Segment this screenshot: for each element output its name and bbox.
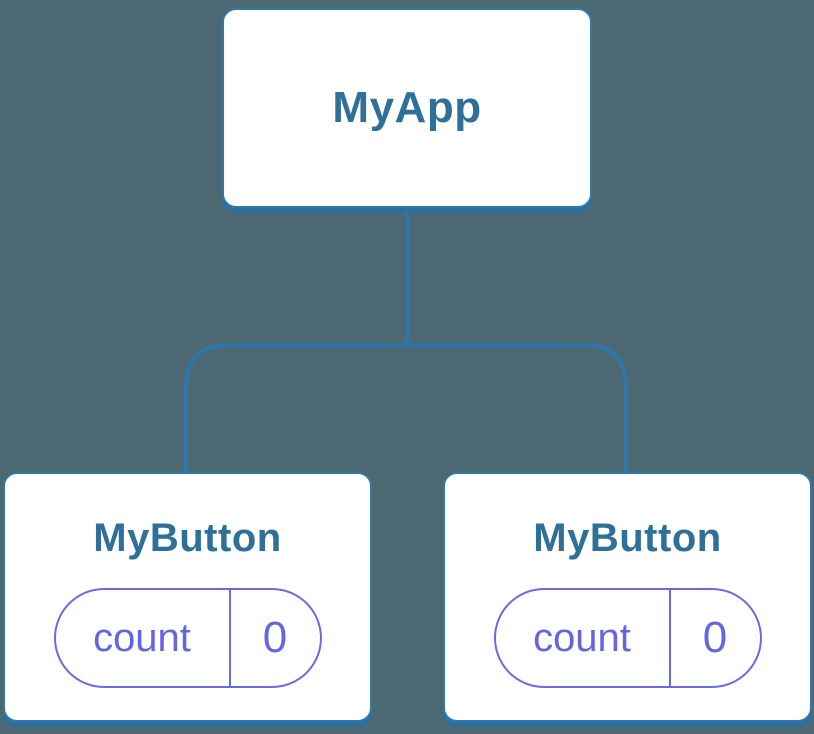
state-value-cell: 0 [231, 590, 320, 686]
state-value: 0 [262, 613, 288, 662]
state-name-cell: count [496, 590, 671, 686]
node-label-child-right: MyButton [533, 516, 722, 560]
node-label-root: MyApp [332, 83, 482, 132]
node-card-root: MyApp [222, 8, 592, 208]
connector-branch [184, 343, 628, 474]
state-value-cell: 0 [671, 590, 760, 686]
node-label-child-left: MyButton [93, 516, 282, 560]
state-name: count [533, 616, 631, 660]
node-card-child-left: MyButton count 0 [3, 472, 372, 722]
state-pill: count 0 [53, 588, 322, 688]
state-value: 0 [702, 613, 728, 662]
state-pill: count 0 [493, 588, 762, 688]
node-card-child-right: MyButton count 0 [443, 472, 812, 722]
state-name-cell: count [56, 590, 231, 686]
state-name: count [93, 616, 191, 660]
